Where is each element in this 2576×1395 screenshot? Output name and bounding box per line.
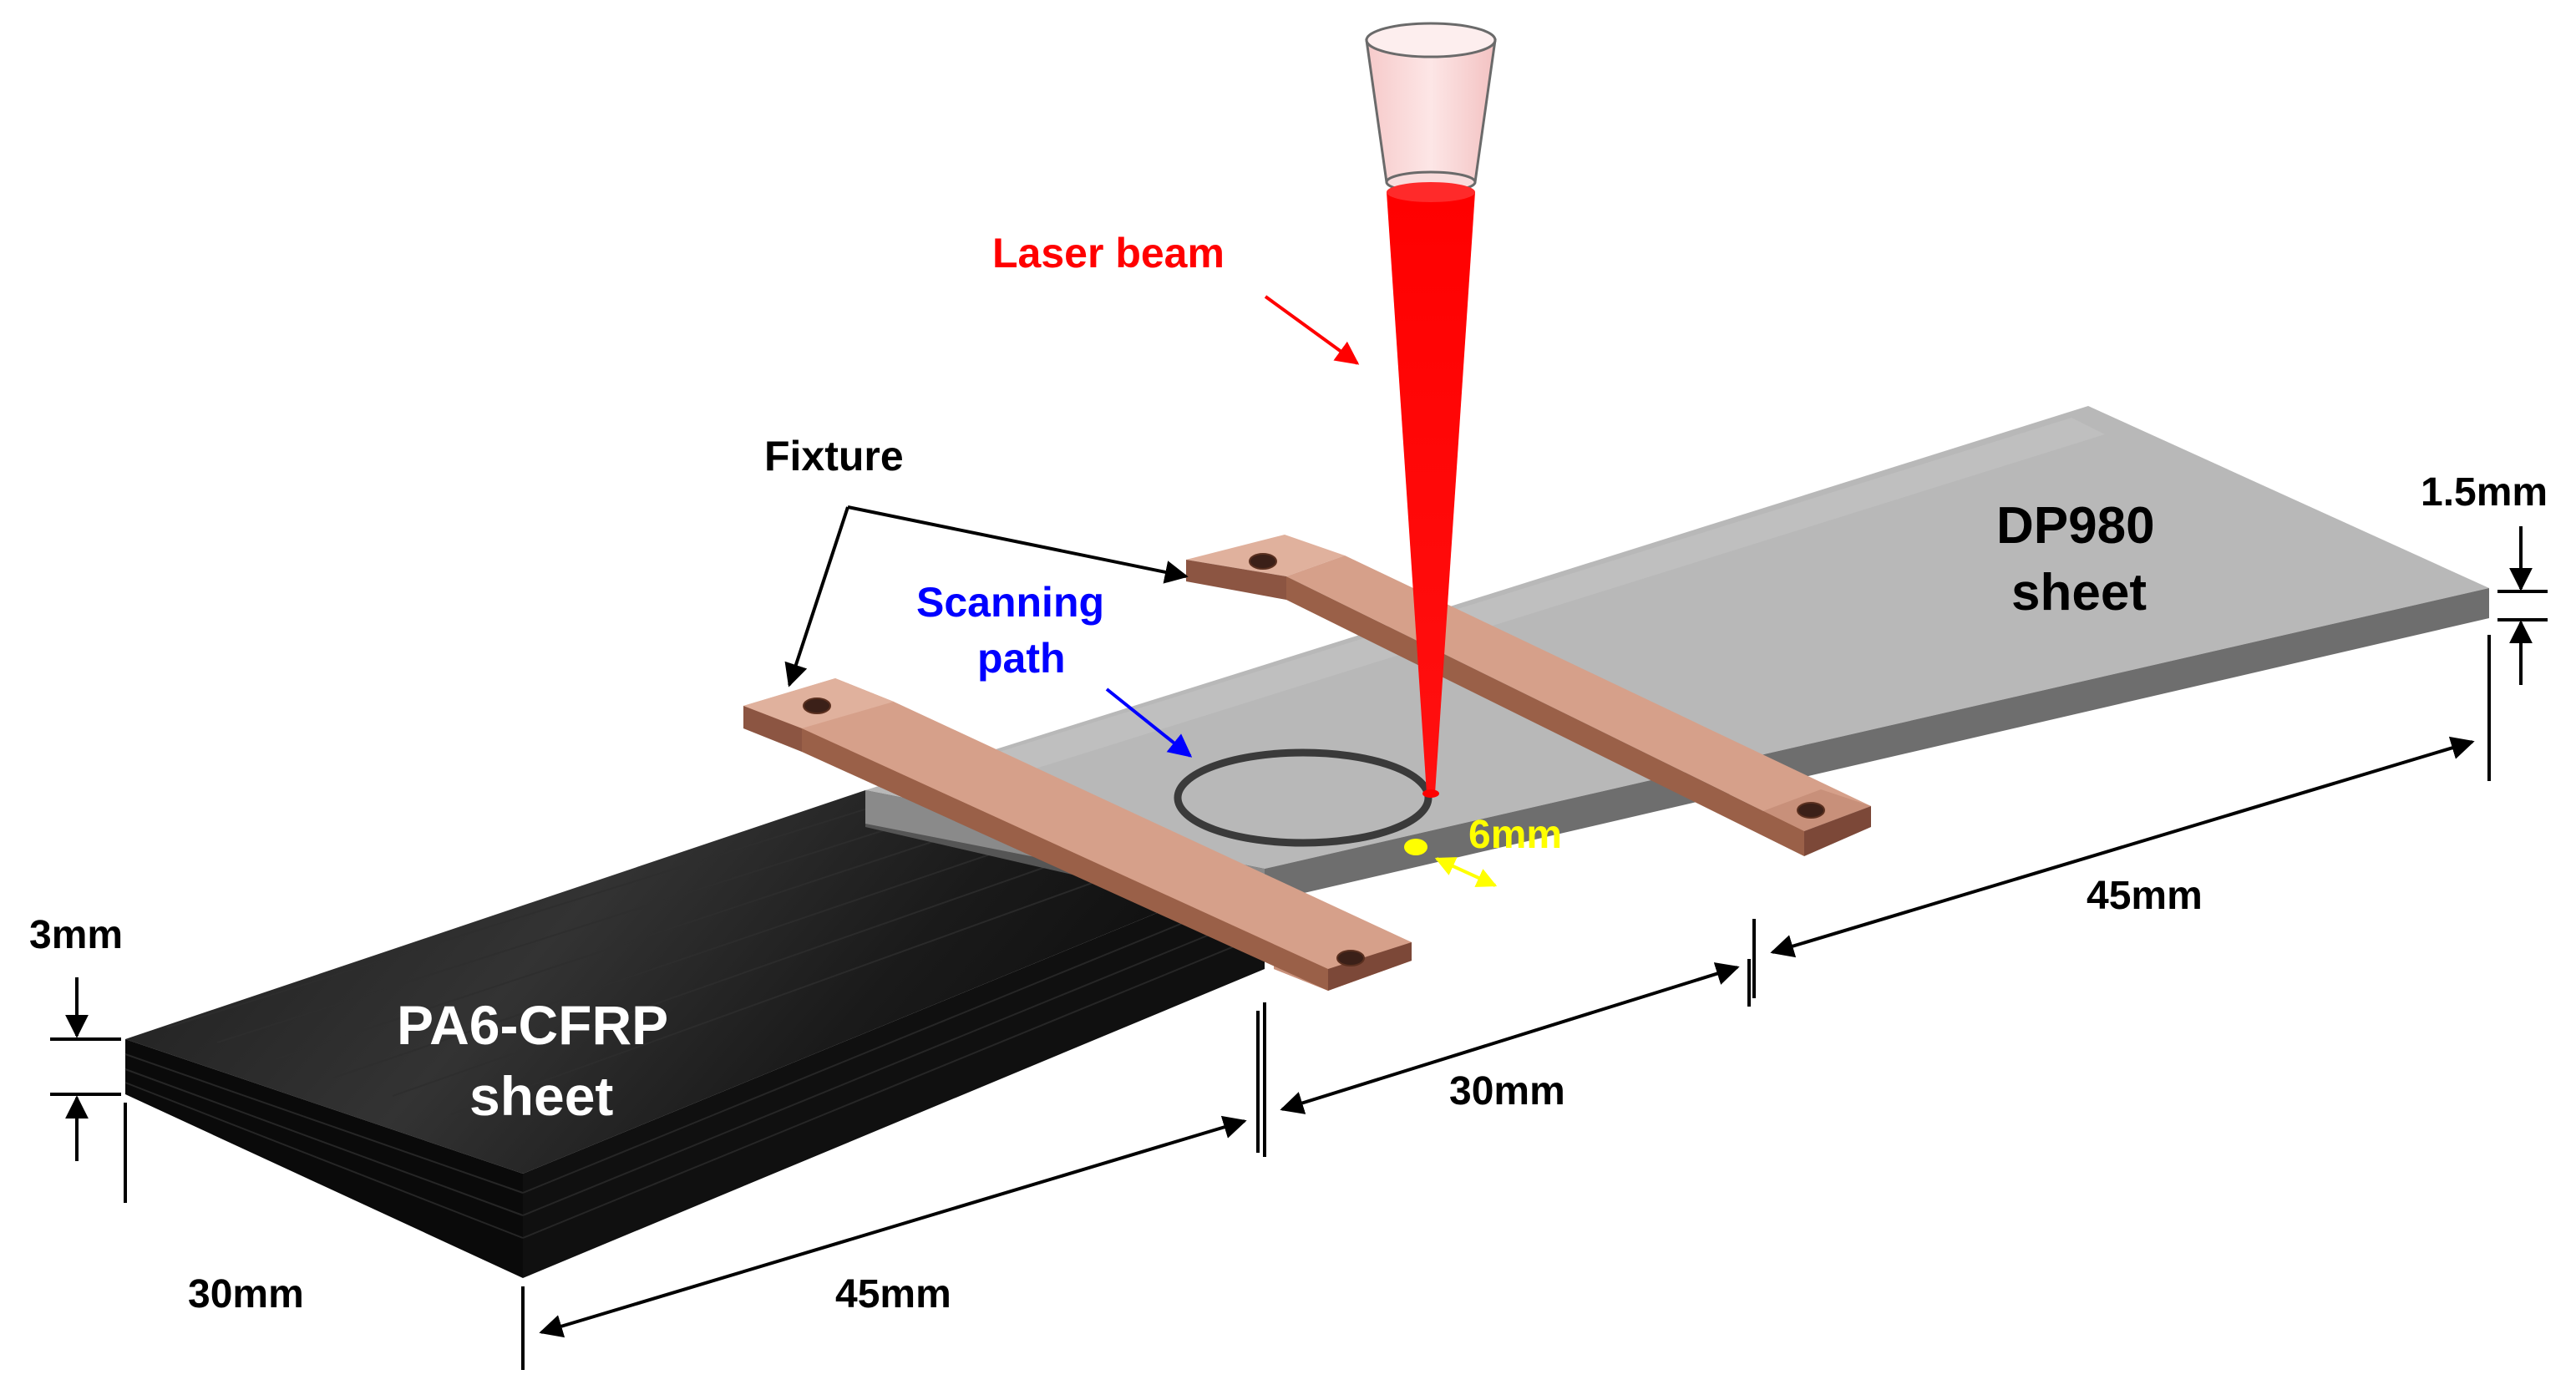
dimension-cfrp-thickness: 3mm xyxy=(29,913,123,957)
cfrp-fiber-texture xyxy=(166,797,1179,1115)
dimension-width: 30mm xyxy=(188,1272,304,1316)
dimension-steel-length: 45mm xyxy=(2087,874,2203,918)
dimension-lines xyxy=(50,526,2548,1370)
cfrp-sheet xyxy=(124,790,1265,1278)
dp980-label-line1: DP980 xyxy=(1996,497,2155,555)
cfrp-label-line2: sheet xyxy=(469,1065,613,1127)
dimension-cfrp-length: 45mm xyxy=(835,1272,951,1316)
scanning-path-label-line2: path xyxy=(977,635,1066,682)
laser-beam-cone xyxy=(1387,192,1475,794)
scan-diameter-indicator xyxy=(1404,839,1498,887)
scanning-path-label-line1: Scanning xyxy=(916,579,1104,626)
laser-spot-icon xyxy=(1404,839,1427,855)
fixture-hole-icon xyxy=(1797,802,1825,819)
fixture-hole-icon xyxy=(1336,950,1365,966)
fixture-hole-icon xyxy=(1249,553,1277,570)
fixture-arrows xyxy=(784,505,1189,687)
laser-head xyxy=(1365,22,1497,798)
scanning-path-ring xyxy=(1174,748,1433,847)
scanning-path-arrow xyxy=(1105,687,1193,758)
laser-beam-arrow xyxy=(1264,295,1360,365)
fixture-hole-icon xyxy=(803,698,831,714)
laser-beam-label: Laser beam xyxy=(992,230,1225,276)
cfrp-label-line1: PA6-CFRP xyxy=(397,994,668,1056)
fixture-label: Fixture xyxy=(764,433,904,479)
dimension-overlap: 30mm xyxy=(1449,1069,1565,1113)
dimension-steel-thickness: 1.5mm xyxy=(2421,470,2548,515)
dimension-scan-diameter: 6mm xyxy=(1468,813,1562,857)
dp980-label-line2: sheet xyxy=(2011,564,2147,621)
